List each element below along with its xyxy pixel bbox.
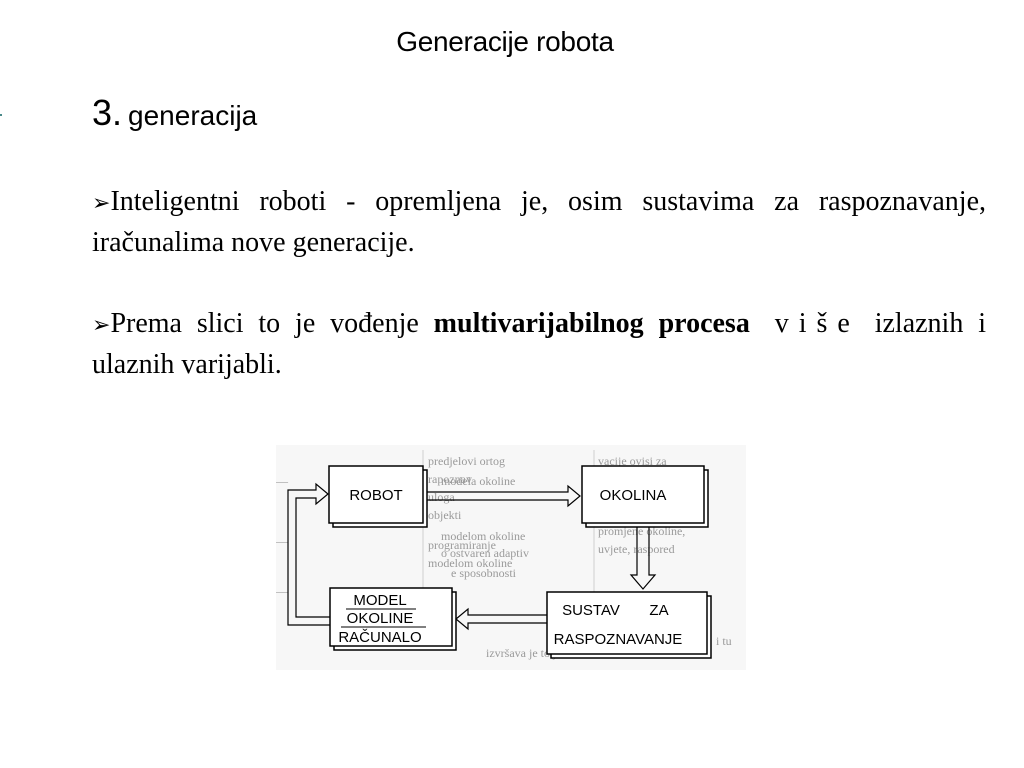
arrow-bullet-icon: ➢: [92, 190, 111, 215]
okolina-block: OKOLINA: [581, 465, 709, 528]
block-diagram-figure: predjelovi ortog rapoznav uloga objekti …: [276, 445, 746, 670]
svg-text:modelom okoline: modelom okoline: [428, 556, 512, 570]
block-diagram: predjelovi ortog rapoznav uloga objekti …: [276, 445, 746, 670]
svg-text:uvjete, raspored: uvjete, raspored: [598, 542, 675, 556]
model-label-line2: OKOLINE: [347, 610, 414, 627]
arrow-bullet-icon: ➢: [92, 312, 111, 337]
svg-text:—: —: [276, 584, 289, 598]
bullet-item-1: ➢Inteligentni roboti - opremljena je, os…: [92, 182, 986, 263]
bullet-item-2: ➢Prema slici to je vođenje multivarijabi…: [92, 304, 986, 385]
bullet-text: Inteligentni roboti - opremljena je, osi…: [92, 186, 986, 258]
bullet-bold-text: multivarijabilnog procesa: [433, 308, 750, 339]
svg-text:modelom okoline: modelom okoline: [441, 529, 525, 543]
svg-text:modela okoline: modela okoline: [441, 474, 515, 488]
svg-text:i tu: i tu: [716, 634, 732, 648]
decorative-dot: [0, 114, 2, 116]
okolina-label: OKOLINA: [600, 487, 667, 504]
subtitle-word: generacija: [128, 100, 258, 131]
sustav-label-line1a: SUSTAV: [562, 602, 620, 619]
bullet-spaced-text: više: [749, 308, 860, 339]
model-okoline-block: MODEL OKOLINE RAČUNALO: [329, 587, 457, 651]
sustav-label-line2: RASPOZNAVANJE: [554, 631, 683, 648]
svg-text:predjelovi ortog: predjelovi ortog: [428, 454, 505, 468]
slide-subtitle: 3.generacija: [92, 92, 257, 134]
model-label-line3: RAČUNALO: [338, 629, 421, 646]
arrow-robot-to-okolina: [427, 484, 581, 508]
sustav-label-line1b: ZA: [649, 602, 668, 619]
svg-text:objekti: objekti: [428, 508, 462, 522]
bullet-text-end: izlaznih i ulaznih varijabli.: [92, 308, 986, 380]
svg-text:—: —: [276, 474, 289, 488]
svg-text:o ostvaren adaptiv: o ostvaren adaptiv: [441, 546, 529, 560]
arrow-sustav-to-model: [455, 607, 547, 631]
subtitle-number: 3.: [92, 92, 123, 133]
svg-text:programiranje: programiranje: [428, 538, 496, 552]
svg-text:e sposobnosti: e sposobnosti: [451, 566, 517, 580]
arrow-model-to-robot: [287, 482, 330, 626]
svg-text:vacije ovisi za: vacije ovisi za: [598, 454, 667, 468]
model-label-line1: MODEL: [353, 592, 406, 609]
sustav-block: SUSTAV ZA RASPOZNAVANJE: [546, 591, 712, 659]
svg-text:rapoznav: rapoznav: [428, 472, 472, 486]
robot-label: ROBOT: [349, 487, 402, 504]
slide-title: Generacije robota: [396, 26, 614, 57]
robot-block: ROBOT: [328, 465, 428, 528]
arrow-okolina-to-sustav: [629, 527, 657, 590]
svg-text:—: —: [276, 534, 289, 548]
bullet-text: Prema slici to je vođenje: [110, 308, 434, 339]
